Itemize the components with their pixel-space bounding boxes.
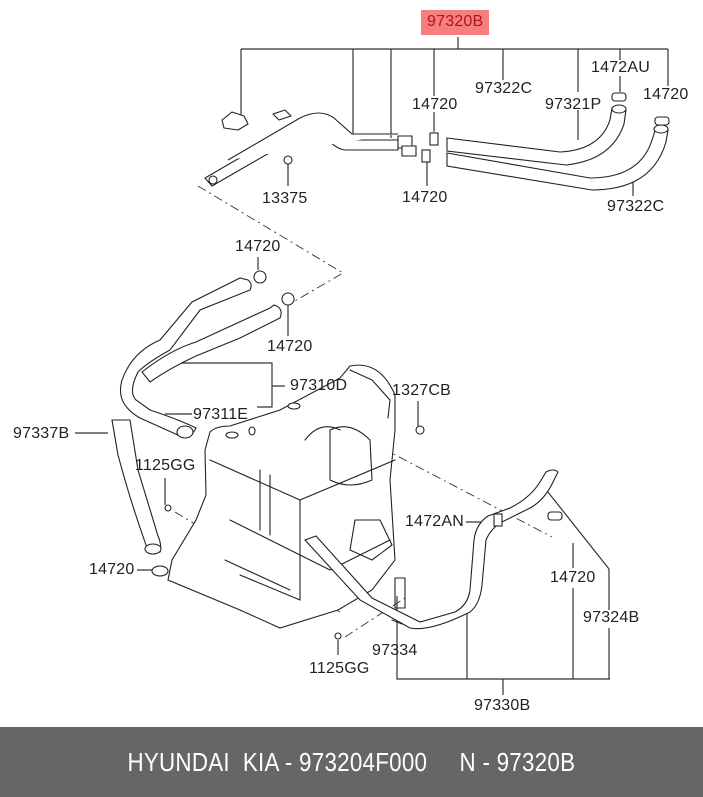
part-number-footer: HYUNDAI KIA - 973204F000 N - 97320B [0,727,703,797]
callout-1327CB[interactable]: 1327CB [392,382,452,399]
callout-14720-left[interactable]: 14720 [89,561,135,578]
callout-14720-mid-lower[interactable]: 14720 [267,338,313,355]
callout-97334[interactable]: 97334 [372,642,418,659]
callout-14720-top-lower[interactable]: 14720 [402,189,448,206]
callout-1472AU[interactable]: 1472AU [591,59,651,76]
callout-97330B[interactable]: 97330B [474,697,531,714]
callout-97311E[interactable]: 97311E [193,406,249,423]
bypass-hoses [111,270,295,577]
return-pipe [304,469,563,630]
callout-1125GG-upper[interactable]: 1125GG [135,457,196,474]
callout-97310D[interactable]: 97310D [290,377,348,394]
callout-14720-mid-upper[interactable]: 14720 [235,238,281,255]
callout-97324B[interactable]: 97324B [583,609,640,626]
callout-97320B[interactable]: 97320B [421,10,490,35]
callout-97337B[interactable]: 97337B [13,425,70,442]
callout-97322C-top[interactable]: 97322C [475,80,533,97]
callout-14720-top-mid[interactable]: 14720 [412,96,458,113]
callout-1125GG-lower[interactable]: 1125GG [309,660,370,677]
heater-pipe-assembly [204,92,670,191]
callout-97321P[interactable]: 97321P [545,96,602,113]
diagram-drawing [75,37,670,695]
callout-97322C-right[interactable]: 97322C [607,198,665,215]
parts-diagram: 97320B 97322C 1472AU 14720 97321P 14720 … [13,10,689,714]
callout-14720-right[interactable]: 14720 [550,569,596,586]
callout-14720-top-right[interactable]: 14720 [643,86,689,103]
callout-1472AN[interactable]: 1472AN [405,513,465,530]
footer-part-info: HYUNDAI KIA - 973204F000 N - 97320B [127,746,576,777]
callout-13375[interactable]: 13375 [262,190,308,207]
